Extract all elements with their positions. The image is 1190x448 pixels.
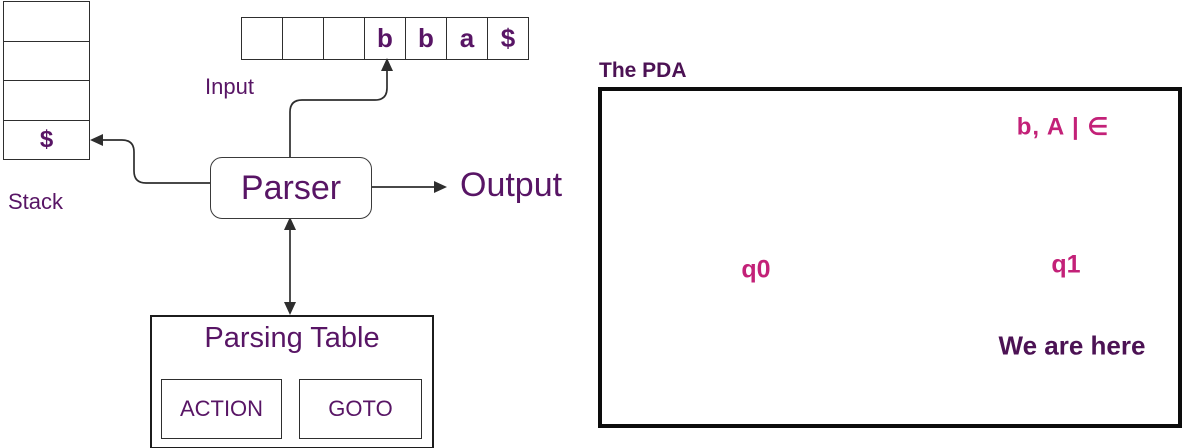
tape-cell bbox=[323, 18, 364, 59]
tape-cell: b bbox=[364, 18, 405, 59]
arrow-down-icon bbox=[284, 302, 296, 315]
goto-box: GOTO bbox=[299, 379, 422, 439]
arrow-right-icon bbox=[434, 181, 447, 193]
we-are-here-note: We are here bbox=[998, 330, 1146, 361]
pda-title: The PDA bbox=[599, 59, 687, 82]
tape-cell: a bbox=[446, 18, 487, 59]
stack-cell bbox=[4, 2, 89, 41]
parsing-table: Parsing Table ACTION GOTO bbox=[150, 315, 434, 448]
parsing-table-title: Parsing Table bbox=[204, 322, 380, 354]
output-label: Output bbox=[460, 165, 563, 204]
tape-cell: b bbox=[405, 18, 446, 59]
parser-to-input-connector bbox=[289, 64, 388, 157]
stack-box: $ bbox=[3, 1, 90, 160]
q1-label: q1 bbox=[1051, 250, 1081, 279]
input-label: Input bbox=[205, 74, 254, 99]
transition-label: b, A | ∈ bbox=[1016, 113, 1110, 141]
stack-label: Stack bbox=[8, 189, 64, 214]
tape-cell bbox=[242, 18, 282, 59]
tape-cell bbox=[282, 18, 323, 59]
parser-box: Parser bbox=[210, 157, 372, 219]
input-tape: b b a $ bbox=[241, 17, 529, 60]
stack-cell bbox=[4, 40, 89, 81]
pda-panel bbox=[598, 87, 1182, 428]
tape-cell: $ bbox=[487, 18, 528, 59]
stack-cell: $ bbox=[4, 119, 89, 160]
parser-to-stack-connector bbox=[95, 139, 210, 184]
action-box: ACTION bbox=[161, 379, 282, 439]
arrow-left-icon bbox=[90, 134, 103, 146]
parser-label: Parser bbox=[240, 168, 342, 207]
stack-cell bbox=[4, 80, 89, 120]
q0-label: q0 bbox=[741, 255, 771, 284]
